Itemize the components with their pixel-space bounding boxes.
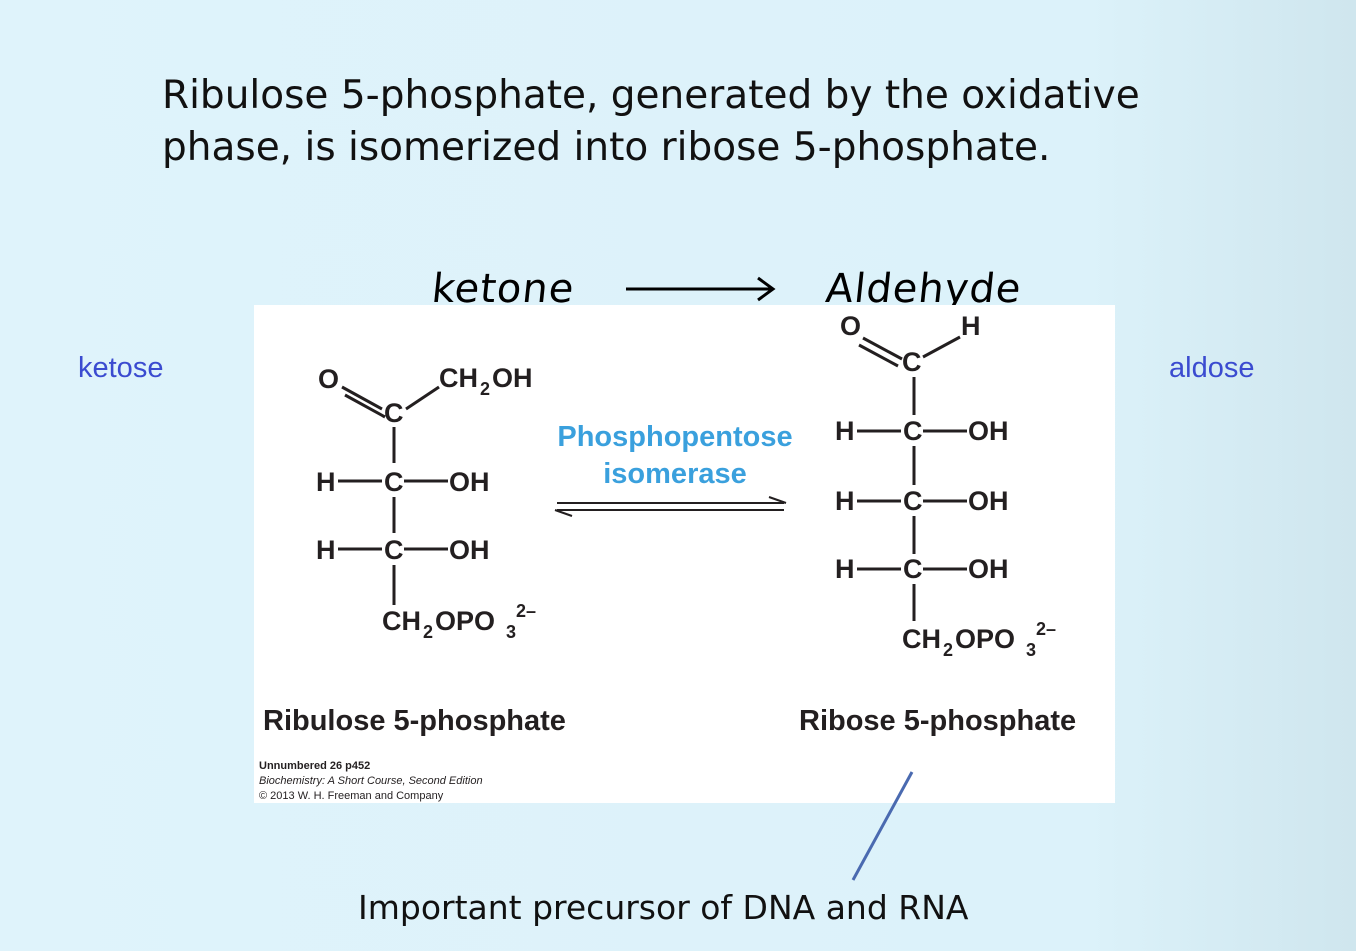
ketose-label: ketose: [78, 352, 164, 384]
enzyme-name-line-2: isomerase: [603, 458, 747, 490]
svg-text:OH: OH: [449, 467, 490, 497]
svg-text:C: C: [384, 467, 404, 497]
equilibrium-arrows: [554, 496, 787, 517]
svg-text:CH: CH: [382, 606, 421, 636]
credit-line-2: Biochemistry: A Short Course, Second Edi…: [259, 775, 483, 787]
ribose-structure: O C H H C OH H C OH H C OH CH 2: [835, 311, 1056, 660]
reaction-figure: O C CH 2 OH H C OH H C OH CH 2 OPO 3 2–: [254, 305, 1115, 803]
ribose-name: Ribose 5-phosphate: [799, 705, 1076, 737]
slide-title: Ribulose 5-phosphate, generated by the o…: [162, 70, 1262, 174]
svg-text:OH: OH: [492, 363, 533, 393]
svg-text:H: H: [316, 467, 336, 497]
svg-text:H: H: [961, 311, 981, 341]
svg-text:C: C: [902, 347, 922, 377]
aldose-label: aldose: [1169, 352, 1255, 384]
svg-text:H: H: [835, 486, 855, 516]
title-line-2: phase, is isomerized into ribose 5-phosp…: [162, 125, 1051, 170]
svg-text:2: 2: [423, 622, 433, 642]
svg-text:OH: OH: [968, 416, 1009, 446]
svg-text:CH: CH: [902, 624, 941, 654]
title-line-1: Ribulose 5-phosphate, generated by the o…: [162, 73, 1140, 118]
svg-text:O: O: [840, 311, 861, 341]
svg-text:O: O: [318, 364, 339, 394]
svg-text:2: 2: [480, 379, 490, 399]
svg-text:H: H: [835, 416, 855, 446]
svg-text:OH: OH: [968, 486, 1009, 516]
credit-line-1: Unnumbered 26 p452: [259, 760, 370, 772]
svg-text:2: 2: [943, 640, 953, 660]
svg-text:OPO: OPO: [435, 606, 495, 636]
svg-text:C: C: [903, 486, 923, 516]
enzyme-name-line-1: Phosphopentose: [557, 421, 792, 453]
svg-text:3: 3: [506, 622, 516, 642]
svg-text:C: C: [903, 554, 923, 584]
svg-text:C: C: [384, 535, 404, 565]
footer-note: Important precursor of DNA and RNA: [358, 888, 969, 927]
svg-text:CH: CH: [439, 363, 478, 393]
svg-text:H: H: [316, 535, 336, 565]
svg-text:OH: OH: [449, 535, 490, 565]
reaction-diagram: O C CH 2 OH H C OH H C OH CH 2 OPO 3 2–: [259, 311, 1076, 802]
svg-text:OPO: OPO: [955, 624, 1015, 654]
svg-text:2–: 2–: [1036, 619, 1056, 639]
svg-text:3: 3: [1026, 640, 1036, 660]
credit-line-3: © 2013 W. H. Freeman and Company: [259, 790, 444, 802]
svg-text:C: C: [903, 416, 923, 446]
ribulose-structure: O C CH 2 OH H C OH H C OH CH 2 OPO 3 2–: [316, 363, 536, 642]
svg-text:2–: 2–: [516, 601, 536, 621]
ribulose-name: Ribulose 5-phosphate: [263, 705, 566, 737]
svg-text:H: H: [835, 554, 855, 584]
svg-text:C: C: [384, 398, 404, 428]
svg-text:OH: OH: [968, 554, 1009, 584]
